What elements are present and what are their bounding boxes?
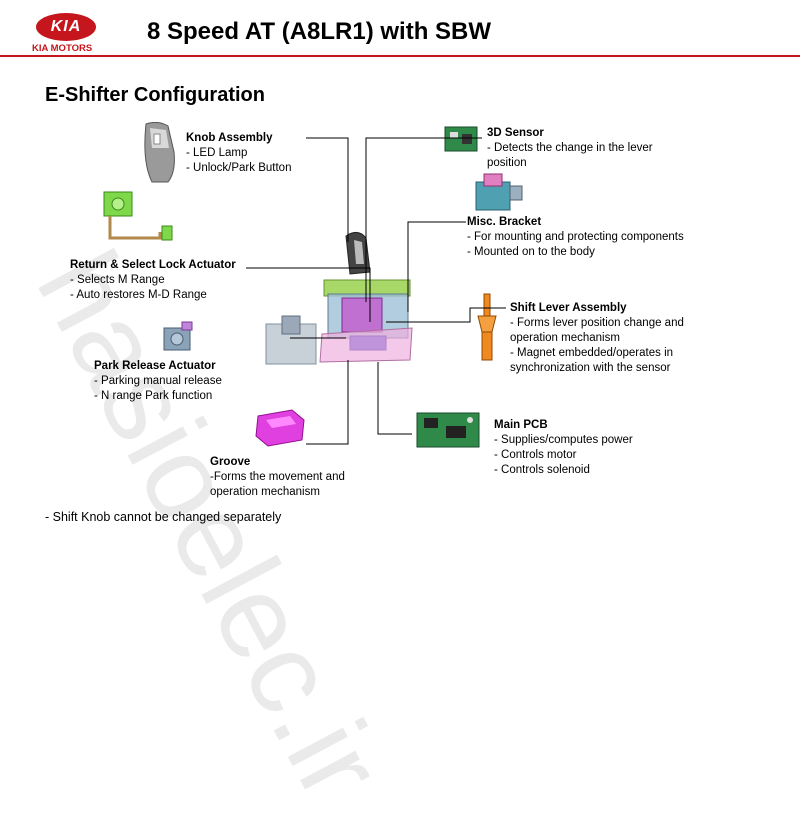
knob-title: Knob Assembly [186,132,273,144]
section-title: E-Shifter Configuration [45,84,265,106]
return-actuator-image [103,191,173,241]
groove-image [255,409,305,447]
bracket-image [475,173,523,211]
lever-line-3: - Magnet embedded/operates in [510,347,674,359]
lever-line-1: - Forms lever position change and [510,317,684,329]
sensor-title: 3D Sensor [487,127,544,139]
sensor-line-1: - Detects the change in the lever [487,142,653,154]
sensor-line-2: position [487,157,527,169]
park-actuator-label: Park Release Actuator - Parking manual r… [94,359,222,404]
return-actuator-title: Return & Select Lock Actuator [70,259,236,271]
groove-line-1: -Forms the movement and [210,471,345,483]
lever-line-2: operation mechanism [510,332,620,344]
park-actuator-image [163,321,193,351]
leader-lines [246,137,506,445]
pcb-title: Main PCB [494,419,548,431]
sensor-image [444,126,478,152]
knob-image [144,122,175,183]
kia-logo: KIA KIA MOTORS [32,13,102,54]
groove-label: Groove -Forms the movement and operation… [210,455,345,500]
eshifter-assembly-image [265,232,413,365]
groove-line-2: operation mechanism [210,486,320,498]
park-actuator-line-1: - Parking manual release [94,375,222,387]
return-actuator-line-1: - Selects M Range [70,274,165,286]
return-actuator-label: Return & Select Lock Actuator - Selects … [70,258,236,303]
page-title: 8 Speed AT (A8LR1) with SBW [147,18,492,45]
lever-label: Shift Lever Assembly - Forms lever posit… [510,301,684,376]
kia-oval-mark: KIA [36,13,96,41]
bracket-line-2: - Mounted on to the body [467,246,595,258]
lever-image [477,293,497,361]
pcb-line-1: - Supplies/computes power [494,434,633,446]
title-divider [0,55,800,57]
pcb-label: Main PCB - Supplies/computes power - Con… [494,418,633,478]
park-actuator-line-2: - N range Park function [94,390,213,402]
footnote: - Shift Knob cannot be changed separatel… [45,510,282,524]
bracket-line-1: - For mounting and protecting components [467,231,684,243]
return-actuator-line-2: - Auto restores M-D Range [70,289,207,301]
knob-assembly-label: Knob Assembly - LED Lamp - Unlock/Park B… [186,131,291,176]
logo-mark-text: KIA [50,18,82,35]
logo-text: KIA MOTORS [32,43,93,54]
groove-title: Groove [210,456,251,468]
pcb-image [416,412,480,448]
pcb-line-3: - Controls solenoid [494,464,590,476]
pcb-line-2: - Controls motor [494,449,577,461]
lever-title: Shift Lever Assembly [510,302,627,314]
sensor-label: 3D Sensor - Detects the change in the le… [487,126,653,171]
knob-line-1: - LED Lamp [186,147,248,159]
bracket-title: Misc. Bracket [467,216,542,228]
lever-line-4: synchronization with the sensor [510,362,671,374]
park-actuator-title: Park Release Actuator [94,360,216,372]
bracket-label: Misc. Bracket - For mounting and protect… [467,215,684,260]
knob-line-2: - Unlock/Park Button [186,162,292,174]
